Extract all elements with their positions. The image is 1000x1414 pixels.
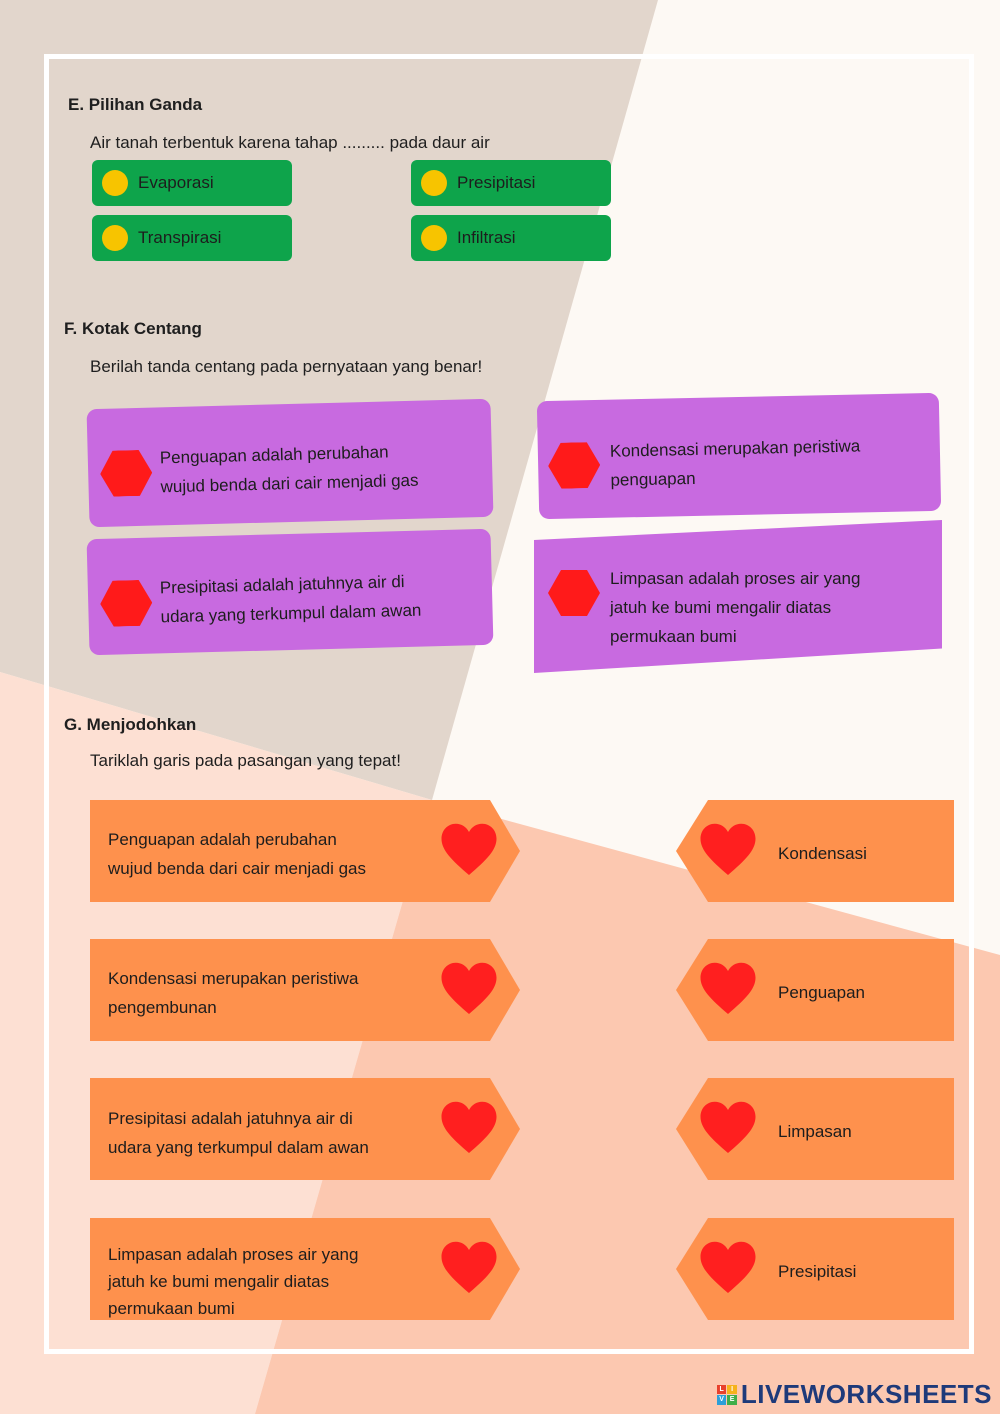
match-line: udara yang terkumpul dalam awan (108, 1138, 369, 1157)
liveworksheets-logo: L I V E LIVEWORKSHEETS (716, 1379, 992, 1410)
logo-wordmark: LIVEWORKSHEETS (740, 1379, 992, 1409)
logo-grid-icon: L I V E (716, 1384, 737, 1405)
match-line: Penguapan adalah perubahan (108, 830, 337, 849)
checkbox-statement-3[interactable]: Presipitasi adalah jatuhnya air di udara… (86, 528, 494, 656)
statement-text: Penguapan adalah perubahan wujud benda d… (159, 437, 419, 502)
radio-circle-icon[interactable] (102, 170, 128, 196)
match-line: Presipitasi adalah jatuhnya air di (108, 1109, 353, 1128)
checkbox-statement-1[interactable]: Penguapan adalah perubahan wujud benda d… (86, 398, 494, 528)
match-line: jatuh ke bumi mengalir diatas (108, 1272, 330, 1291)
mc-option-label: Evaporasi (138, 173, 214, 192)
match-line: Limpasan adalah proses air yang (108, 1245, 359, 1264)
statement-text: Presipitasi adalah jatuhnya air di udara… (159, 567, 422, 632)
logo-letter: V (716, 1395, 727, 1405)
statement-line: udara yang terkumpul dalam awan (160, 600, 422, 627)
heart-icon[interactable] (439, 1098, 499, 1158)
statement-line: wujud benda dari cair menjadi gas (160, 470, 419, 497)
match-instruction: Tariklah garis pada pasangan yang tepat! (90, 751, 401, 770)
match-line: pengembunan (108, 998, 217, 1017)
checkbox-instruction: Berilah tanda centang pada pernyataan ya… (90, 357, 483, 376)
match-line: Kondensasi merupakan peristiwa (108, 969, 359, 988)
page-frame (44, 54, 974, 1354)
checkbox-hexagon-icon[interactable] (100, 580, 153, 627)
checkbox-statement-2[interactable]: Kondensasi merupakan peristiwa penguapan (536, 392, 942, 520)
checkbox-hexagon-icon[interactable] (548, 570, 600, 616)
heart-icon[interactable] (698, 1098, 758, 1158)
match-right-label-4: Presipitasi (778, 1262, 857, 1281)
heart-icon[interactable] (698, 820, 758, 880)
radio-circle-icon[interactable] (421, 170, 447, 196)
statement-line: Limpasan adalah proses air yang (610, 569, 861, 588)
mc-question: Air tanah terbentuk karena tahap .......… (90, 133, 490, 152)
section-g-heading: G. Menjodohkan (64, 715, 197, 734)
radio-circle-icon[interactable] (421, 225, 447, 251)
statement-text: Limpasan adalah proses air yang jatuh ke… (610, 564, 860, 651)
match-left-text-2: Kondensasi merupakan peristiwa pengembun… (108, 964, 358, 1022)
statement-line: jatuh ke bumi mengalir diatas (610, 598, 832, 617)
heart-icon[interactable] (439, 1238, 499, 1298)
mc-option-presipitasi[interactable]: Presipitasi (411, 160, 611, 206)
match-line: wujud benda dari cair menjadi gas (108, 859, 366, 878)
match-line: permukaan bumi (108, 1299, 235, 1318)
statement-line: Kondensasi merupakan peristiwa (609, 436, 861, 461)
heart-icon[interactable] (698, 959, 758, 1019)
mc-option-label: Transpirasi (138, 228, 222, 247)
heart-icon[interactable] (439, 820, 499, 880)
checkbox-hexagon-icon[interactable] (548, 442, 601, 489)
checkbox-statement-4[interactable]: Limpasan adalah proses air yang jatuh ke… (534, 520, 942, 673)
heart-icon[interactable] (439, 959, 499, 1019)
section-e-heading: E. Pilihan Ganda (68, 95, 203, 114)
match-left-text-3: Presipitasi adalah jatuhnya air di udara… (108, 1104, 369, 1162)
match-right-label-3: Limpasan (778, 1122, 852, 1141)
mc-option-evaporasi[interactable]: Evaporasi (92, 160, 292, 206)
match-left-text-1: Penguapan adalah perubahan wujud benda d… (108, 825, 366, 883)
match-right-label-1: Kondensasi (778, 844, 867, 863)
heart-icon[interactable] (698, 1238, 758, 1298)
logo-letter: I (727, 1384, 737, 1394)
logo-letter: E (727, 1395, 737, 1405)
mc-option-transpirasi[interactable]: Transpirasi (92, 215, 292, 261)
statement-line: permukaan bumi (610, 627, 737, 646)
logo-letter: L (716, 1384, 727, 1394)
section-f-heading: F. Kotak Centang (64, 319, 202, 338)
statement-line: penguapan (610, 468, 696, 490)
mc-option-infiltrasi[interactable]: Infiltrasi (411, 215, 611, 261)
radio-circle-icon[interactable] (102, 225, 128, 251)
match-right-label-2: Penguapan (778, 983, 865, 1002)
mc-option-label: Infiltrasi (457, 228, 516, 247)
checkbox-hexagon-icon[interactable] (100, 450, 153, 497)
match-left-text-4: Limpasan adalah proses air yang jatuh ke… (108, 1241, 358, 1322)
statement-text: Kondensasi merupakan peristiwa penguapan (610, 431, 862, 494)
mc-option-label: Presipitasi (457, 173, 536, 192)
